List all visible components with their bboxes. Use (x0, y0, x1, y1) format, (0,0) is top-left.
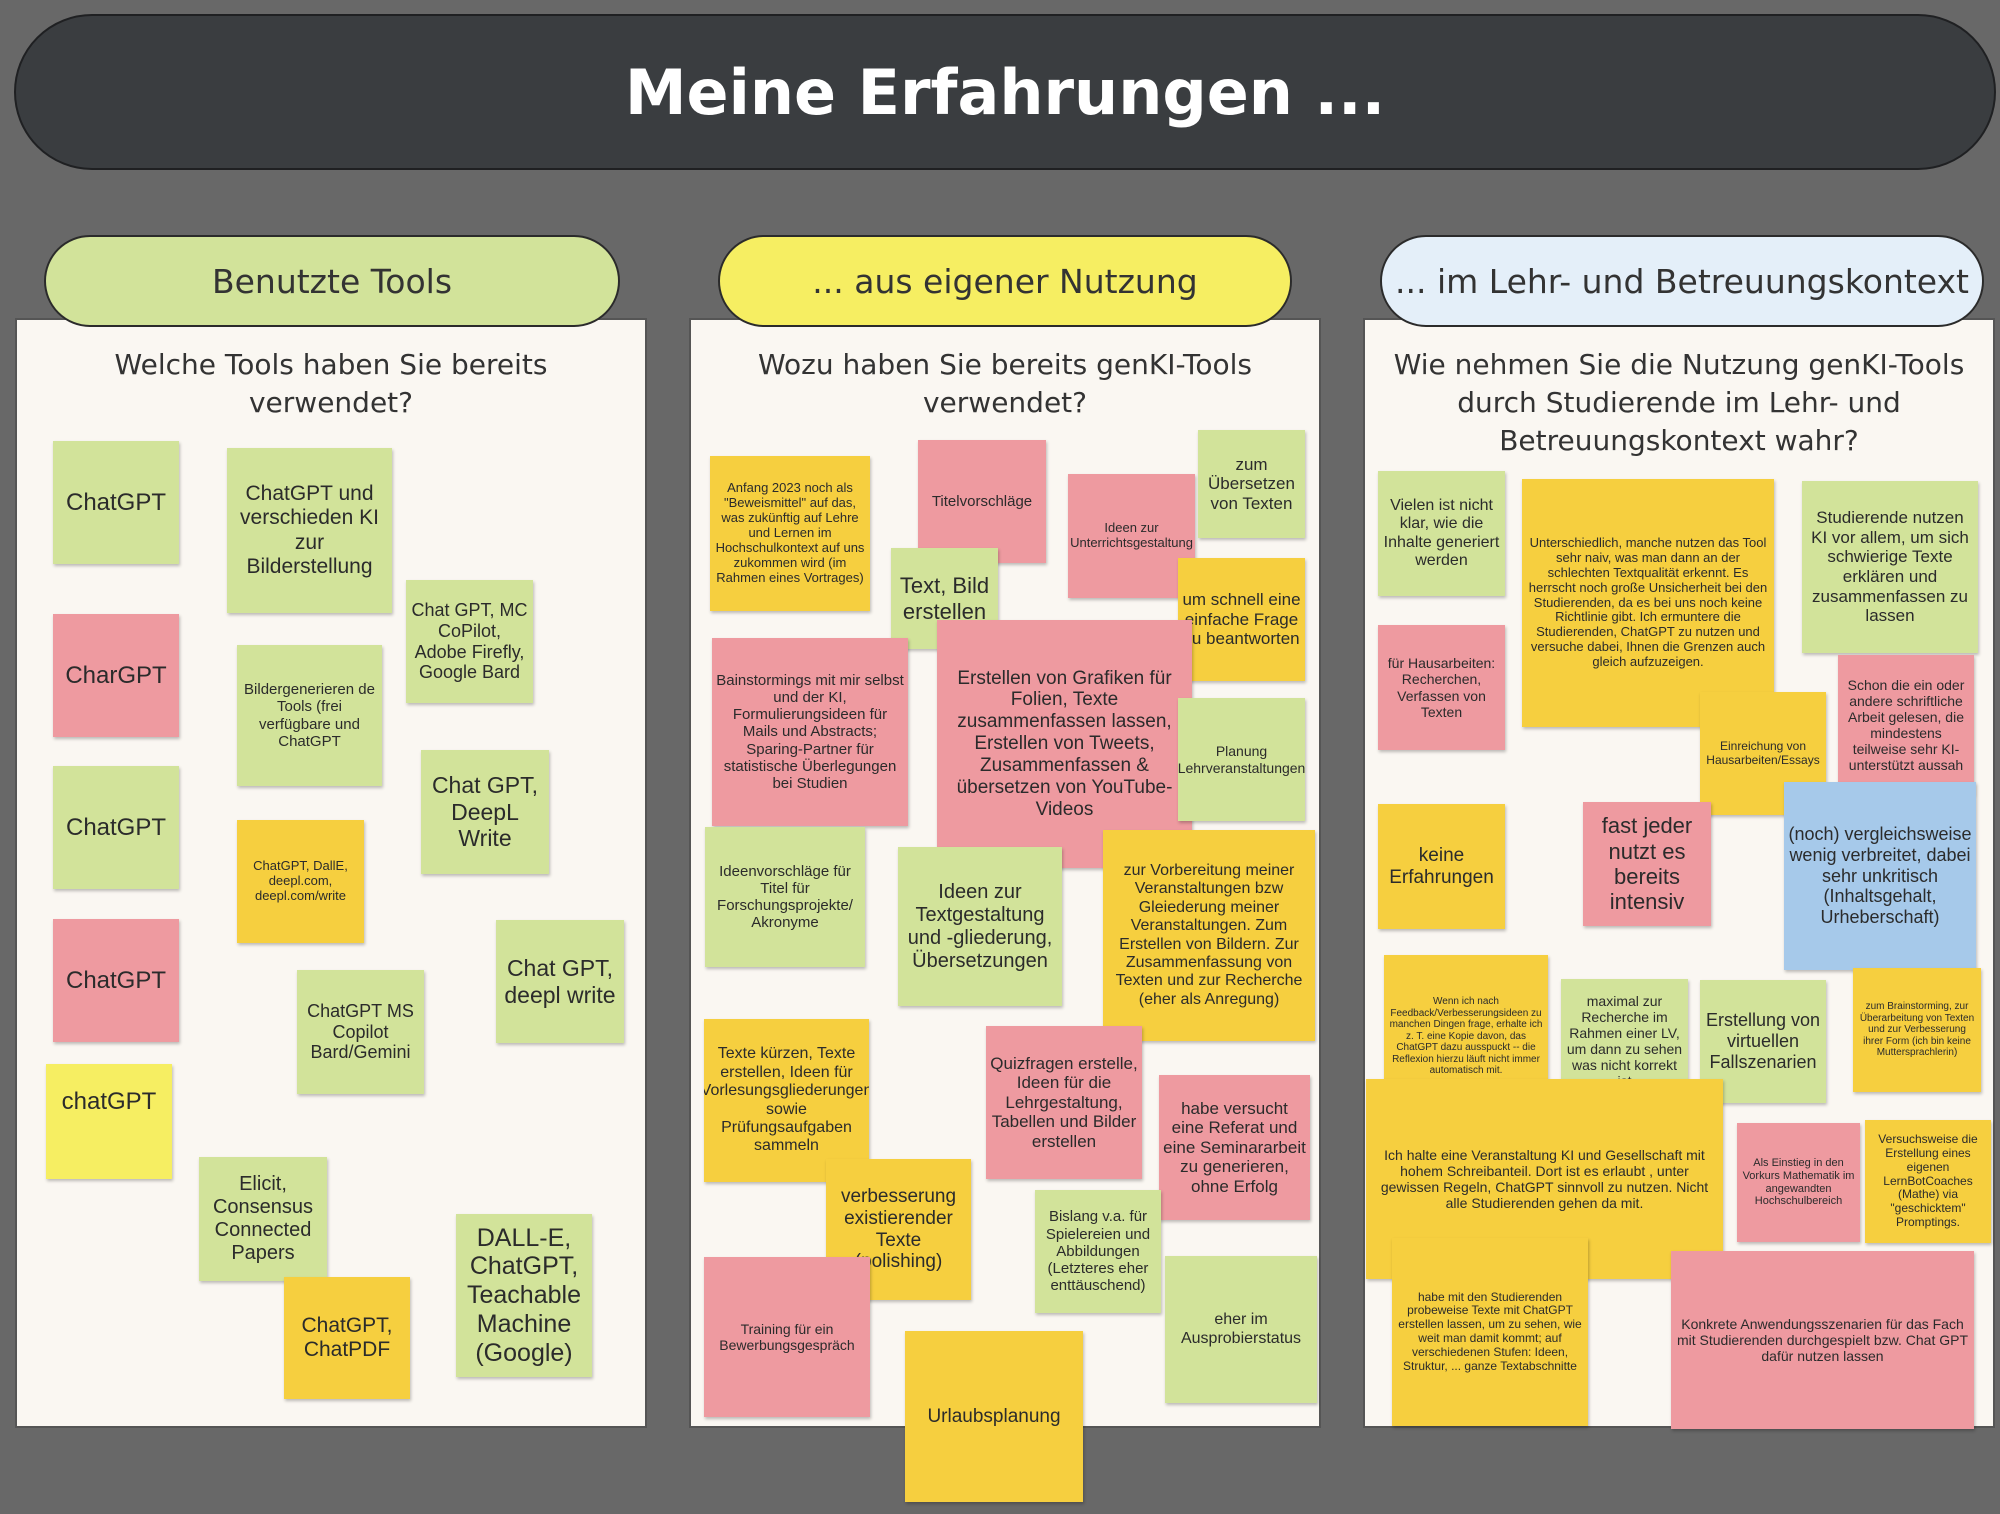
sticky-note[interactable]: Chat GPT, MC CoPilot, Adobe Firefly, Goo… (406, 580, 533, 703)
sticky-note[interactable]: Unterschiedlich, manche nutzen das Tool … (1522, 479, 1774, 727)
sticky-note[interactable]: Training für ein Bewerbungsgespräch (704, 1257, 870, 1417)
sticky-note[interactable]: Ideen zur Unterrichtsgestaltung (1068, 474, 1195, 598)
sticky-note[interactable]: DALL-E, ChatGPT, Teachable Machine (Goog… (456, 1214, 592, 1377)
sticky-note[interactable]: keine Erfahrungen (1378, 804, 1505, 929)
sticky-note[interactable]: Urlaubsplanung (905, 1331, 1083, 1502)
question-usage: Wozu haben Sie bereits genKI-Tools verwe… (758, 348, 1252, 419)
sticky-note[interactable]: Bainstormings mit mir selbst und der KI,… (712, 638, 908, 826)
sticky-note[interactable]: eher im Ausprobierstatus (1165, 1256, 1317, 1403)
sticky-note[interactable]: ChatGPT und verschieden KI zur Bilderste… (227, 448, 392, 613)
sticky-note[interactable]: chatGPT (46, 1064, 172, 1179)
sticky-note[interactable]: Bildergenerieren de Tools (frei verfügba… (237, 645, 382, 786)
sticky-note[interactable]: Schon die ein oder andere schriftliche A… (1838, 655, 1974, 795)
sticky-note[interactable]: ChatGPT (53, 919, 179, 1042)
sticky-note[interactable]: (noch) vergleichsweise wenig verbreitet,… (1784, 782, 1976, 970)
sticky-note[interactable]: Studierende nutzen KI vor allem, um sich… (1802, 481, 1978, 653)
sticky-note[interactable]: Ideen zur Textgestaltung und -gliederung… (898, 847, 1062, 1006)
sticky-note[interactable]: Ideenvorschläge für Titel für Forschungs… (705, 827, 865, 967)
sticky-note[interactable]: habe mit den Studierenden probeweise Tex… (1392, 1238, 1588, 1426)
column-header-tools: Benutzte Tools (44, 235, 620, 327)
sticky-note[interactable]: zur Vorbereitung meiner Veranstaltungen … (1103, 830, 1315, 1041)
sticky-note[interactable]: Anfang 2023 noch als "Beweismittel" auf … (710, 456, 870, 611)
question-tools: Welche Tools haben Sie bereits verwendet… (114, 348, 548, 419)
page-title: Meine Erfahrungen ... (14, 14, 1996, 170)
sticky-note[interactable]: Planung Lehrveranstaltungen (1178, 698, 1305, 821)
sticky-note[interactable]: CharGPT (53, 614, 179, 737)
sticky-note[interactable]: Vielen ist nicht klar, wie die Inhalte g… (1378, 471, 1505, 596)
column-header-teaching: ... im Lehr- und Betreuungskontext (1380, 235, 1984, 327)
sticky-note[interactable]: Chat GPT, deepl write (496, 920, 624, 1043)
sticky-note[interactable]: Chat GPT, DeepL Write (421, 750, 549, 874)
sticky-note[interactable]: ChatGPT, DallE, deepl.com, deepl.com/wri… (237, 820, 364, 943)
column-header-usage: ... aus eigener Nutzung (718, 235, 1292, 327)
sticky-note[interactable]: ChatGPT (53, 441, 179, 564)
sticky-note[interactable]: Konkrete Anwendungsszenarien für das Fac… (1671, 1251, 1974, 1429)
sticky-note[interactable]: fast jeder nutzt es bereits intensiv (1583, 802, 1711, 926)
sticky-note[interactable]: um schnell eine einfache Frage zu beantw… (1178, 558, 1305, 681)
sticky-note[interactable]: Versuchsweise die Erstellung eines eigen… (1865, 1120, 1991, 1243)
sticky-note[interactable]: Bislang v.a. für Spielereien und Abbildu… (1035, 1190, 1161, 1313)
sticky-note[interactable]: habe versucht eine Referat und eine Semi… (1159, 1075, 1310, 1220)
sticky-note[interactable]: für Hausarbeiten: Recherchen, Verfassen … (1378, 625, 1505, 750)
sticky-note[interactable]: zum Brainstorming, zur Überarbeitung von… (1853, 968, 1981, 1092)
sticky-note[interactable]: Als Einstieg in den Vorkurs Mathematik i… (1737, 1123, 1860, 1242)
sticky-note[interactable]: ChatGPT, ChatPDF (284, 1277, 410, 1399)
sticky-note[interactable]: Elicit, Consensus Connected Papers (199, 1157, 327, 1281)
sticky-note[interactable]: Texte kürzen, Texte erstellen, Ideen für… (704, 1019, 869, 1182)
sticky-note[interactable]: Erstellen von Grafiken für Folien, Texte… (937, 620, 1192, 868)
sticky-note[interactable]: ChatGPT (53, 766, 179, 889)
sticky-note[interactable]: Quizfragen erstelle, Ideen für die Lehrg… (986, 1026, 1142, 1179)
question-teaching: Wie nehmen Sie die Nutzung genKI-Tools d… (1393, 348, 1965, 457)
sticky-note[interactable]: ChatGPT MS Copilot Bard/Gemini (297, 970, 424, 1094)
sticky-note[interactable]: zum Übersetzen von Texten (1198, 430, 1305, 538)
sticky-note[interactable]: Titelvorschläge (918, 440, 1046, 563)
